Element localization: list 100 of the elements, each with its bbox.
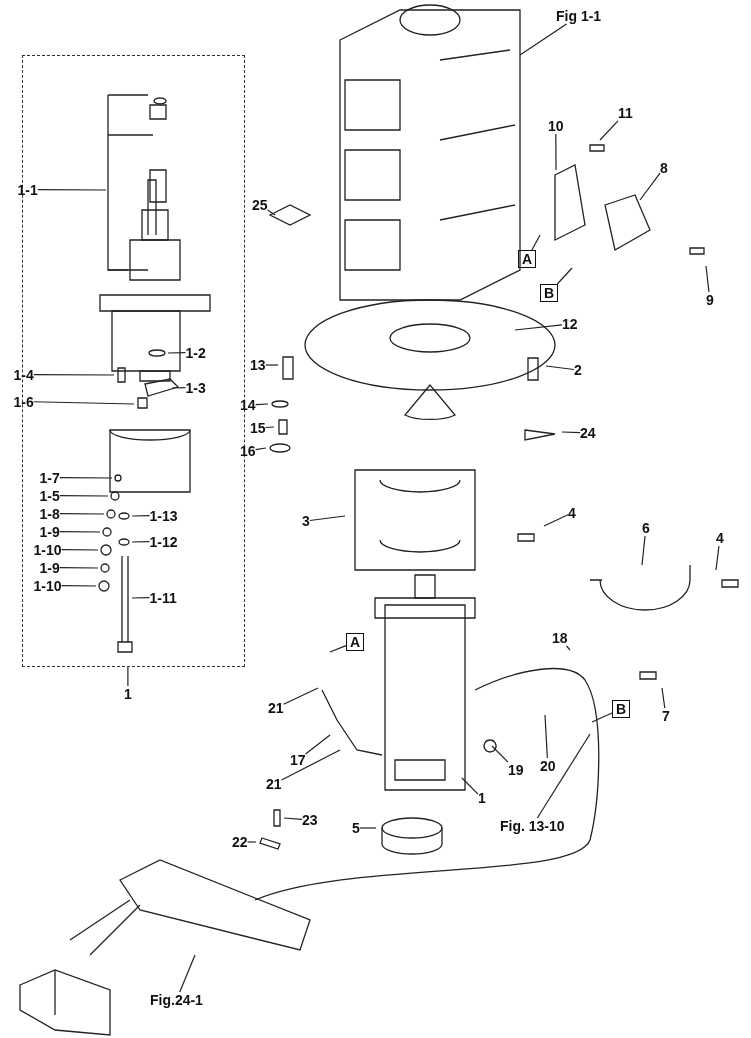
leader-line [591,712,613,723]
leader-line [639,172,661,201]
callout-number: 9 [706,292,714,308]
callout-number: 15 [250,420,266,436]
connector-tag: B [612,700,631,718]
leader-line [255,447,267,451]
callout-number: 3 [302,513,310,529]
callout-number: 16 [240,443,256,459]
leader-line [282,687,319,705]
leader-line [131,597,151,599]
leader-line [127,666,129,687]
leader-line [556,267,573,285]
callout-number: 19 [508,762,524,778]
callout-number: 1-11 [149,589,177,606]
callout-number: 12 [562,316,578,332]
callout-number: 1 [478,790,486,806]
callout-number: 8 [660,160,668,176]
callout-number: 21 [266,776,282,792]
callout-number: 1-10 [33,577,62,594]
callout-number: 1-12 [149,533,178,550]
callout-number: 4 [716,530,724,546]
leader-line [599,120,619,141]
figure-reference: Fig. 13-10 [500,818,565,834]
leader-line [555,133,557,171]
leader-line [566,645,571,651]
figure-reference: Fig.24-1 [150,992,203,1008]
leader-line [59,495,109,497]
leader-line [247,841,257,843]
leader-line [705,265,710,293]
callout-number: 20 [540,758,556,774]
callout-number: 13 [250,357,266,373]
callout-number: 1 [124,686,132,702]
callout-number: 18 [552,630,568,646]
connector-tag: A [346,633,365,651]
leader-line [280,749,341,781]
callout-number: 4 [568,505,576,521]
figure-reference: Fig 1-1 [556,8,602,24]
leader-line [59,513,105,515]
leader-line [60,549,99,551]
leader-line [329,645,347,653]
callout-number: 2 [574,362,582,378]
leader-line [536,733,591,819]
leader-line [641,535,646,566]
leader-line [37,188,107,191]
callout-number: 11 [618,105,633,121]
leader-line [264,364,279,366]
connector-tag: A [518,250,537,268]
leader-line [531,234,541,251]
callout-number: 1-9 [39,523,60,540]
leader-line [543,514,569,527]
leader-line [304,734,331,755]
leader-line [461,777,479,795]
callout-number: 1-1 [17,181,38,198]
callout-number: 1-9 [39,559,60,576]
leader-line [561,431,581,434]
leader-line [60,585,97,587]
callout-number: 22 [232,834,248,850]
callout-number: 14 [240,397,256,413]
leader-line [309,515,346,522]
leader-line [179,954,196,993]
callout-number: 1-3 [185,379,206,396]
callout-number: 1-4 [13,366,34,383]
leader-line [491,745,509,763]
leader-line [131,515,151,517]
leader-line [59,476,113,479]
callout-number: 24 [580,425,596,441]
leader-line [715,545,720,571]
leader-line [264,426,275,429]
leader-line [661,687,666,709]
leader-line [131,541,151,543]
callout-number: 23 [302,812,318,828]
leader-line [33,401,135,405]
callout-number: 6 [642,520,650,536]
callout-number: 1-13 [149,507,178,524]
leader-line [519,23,568,56]
leader-line [266,209,276,216]
callout-number: 5 [352,820,360,836]
leader-line [255,403,269,406]
callout-number: 1-10 [33,541,62,558]
callout-number: 1-2 [185,344,206,361]
leader-line [167,352,187,354]
leader-line [359,827,377,829]
callout-number: 21 [268,700,284,716]
callout-number: 1-6 [13,393,34,410]
callout-number: 7 [662,708,670,724]
callout-number: 1-8 [39,505,60,522]
leader-line [545,365,575,371]
callout-number: 1-7 [39,469,60,486]
connector-tag: B [540,284,559,302]
leader-line [171,387,187,389]
callout-number: 10 [548,118,564,134]
callout-number: 25 [252,197,268,213]
leader-line [283,817,303,820]
callout-number: 17 [290,752,306,768]
leader-line [33,373,115,376]
leader-line [59,567,99,569]
leader-line [59,531,101,533]
leader-line [544,714,548,759]
leader-line [514,324,563,331]
callout-number: 1-5 [39,487,60,504]
